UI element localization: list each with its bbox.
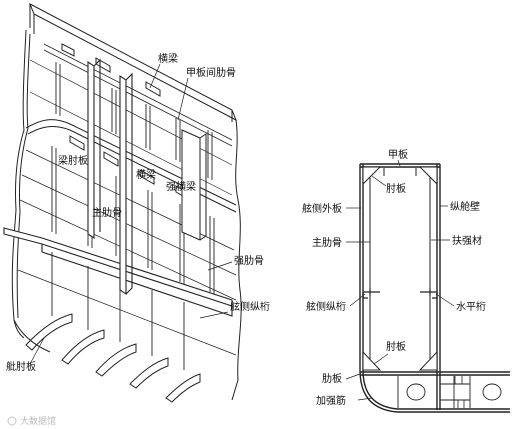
- leader-reinforcing-rib: [357, 397, 373, 401]
- bottom-brackets: [362, 350, 438, 371]
- mid-stringers: [362, 288, 438, 299]
- label-transverse-beam-2: 横梁: [136, 168, 156, 181]
- leader-web-frame: [207, 261, 233, 271]
- isometric-side-framing: [3, 2, 242, 403]
- leader-bilge-bracket: [29, 337, 45, 365]
- shell-seams: [17, 59, 237, 356]
- leader-transverse-beam: [149, 63, 161, 89]
- label-side-stringer: 舷侧纵桁: [230, 300, 270, 313]
- label-deck: 甲板: [388, 148, 408, 161]
- label-bilge-bracket: 舭肘板: [6, 360, 36, 373]
- label-bracket-bottom: 肘板: [386, 340, 406, 353]
- longitudinal-bulkhead: [436, 164, 441, 410]
- side-shell-outline: [11, 29, 51, 353]
- shell-break-line-right: [231, 119, 242, 401]
- label-horizontal-girder: 水平桁: [456, 300, 486, 313]
- label-bracket-top: 肘板: [386, 182, 406, 195]
- cross-section: [359, 163, 510, 413]
- label-deck-stringer: 甲板间肋骨: [186, 66, 236, 79]
- floor-plate: [397, 376, 502, 408]
- label-side-shell: 舷侧外板: [302, 202, 342, 215]
- bilge-and-bottom: [359, 369, 510, 413]
- label-reinforcing-rib: 加强筋: [316, 394, 346, 407]
- right-labels: 甲板 肘板 舷侧外板 纵舱壁 主肋骨 扶强材 舷侧纵桁 水平桁 肘板 肋板 加强…: [302, 148, 486, 407]
- side-stringer: [3, 227, 233, 317]
- watermark-logo-icon: [7, 416, 17, 426]
- leader-deck: [397, 159, 401, 167]
- label-transverse-beam: 横梁: [158, 52, 178, 65]
- web-beam-end: [181, 129, 207, 241]
- bottom-stiffeners: [454, 376, 465, 408]
- deck-longitudinal-top-2: [43, 49, 233, 147]
- label-floor: 肋板: [322, 372, 342, 385]
- leader-floor: [345, 373, 361, 380]
- leader-side-stringer-right: [349, 293, 366, 307]
- leader-deck-stringer: [177, 77, 189, 121]
- label-main-frame: 主肋骨: [92, 206, 122, 219]
- top-brackets: [362, 166, 438, 186]
- label-stiffener: 扶强材: [452, 234, 482, 247]
- side-shell: [359, 164, 364, 370]
- label-beam-knee: 梁肘板: [58, 154, 88, 167]
- leader-side-stringer: [199, 311, 229, 319]
- label-web-beam: 强横梁: [166, 180, 196, 193]
- left-labels: 横梁 甲板间肋骨 梁肘板 横梁 强横梁 主肋骨 强肋骨 舷侧纵桁 舭肘板: [6, 52, 270, 373]
- label-main-frame-right: 主肋骨: [312, 236, 342, 249]
- web-frame: [119, 72, 133, 296]
- bilge-frames: [51, 252, 185, 370]
- leader-horizontal-girder: [435, 293, 455, 307]
- inner-bottom: [360, 371, 510, 376]
- tween-deck-edge: [25, 119, 237, 213]
- deck-longitudinal-top: [43, 43, 233, 141]
- bilge-brackets: [25, 313, 201, 403]
- leader-bracket-top: [371, 175, 387, 187]
- leader-bracket-bottom: [373, 353, 389, 365]
- label-longitudinal-bulkhead: 纵舱壁: [450, 200, 480, 213]
- upper-deck-plating: [29, 2, 237, 122]
- watermark: 大数据馆: [7, 415, 56, 427]
- watermark-text: 大数据馆: [20, 415, 56, 427]
- label-side-stringer-right: 舷侧纵桁: [306, 300, 346, 313]
- label-web-frame: 强肋骨: [234, 254, 264, 267]
- ordinary-frames: [55, 62, 213, 180]
